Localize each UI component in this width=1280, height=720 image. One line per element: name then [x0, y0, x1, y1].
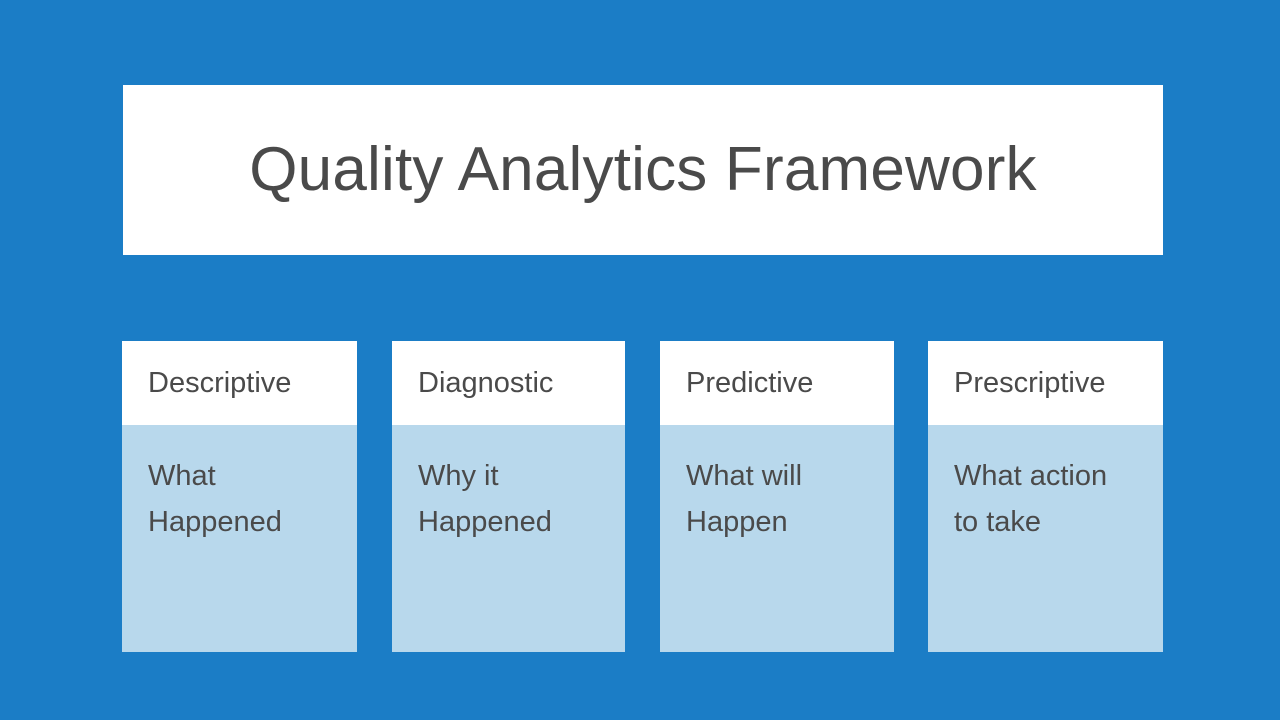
- card-body-label: What Happened: [148, 460, 282, 539]
- card-header-prescriptive: Prescriptive: [928, 341, 1163, 425]
- card-header-descriptive: Descriptive: [122, 341, 357, 425]
- card-header-label: Descriptive: [148, 366, 292, 399]
- analytics-card-descriptive[interactable]: Descriptive What Happened: [122, 341, 357, 652]
- analytics-card-prescriptive[interactable]: Prescriptive What action to take: [928, 341, 1163, 652]
- card-header-label: Diagnostic: [418, 366, 554, 399]
- card-header-label: Predictive: [686, 366, 814, 399]
- card-body-label: What action to take: [954, 460, 1108, 539]
- card-header-diagnostic: Diagnostic: [392, 341, 625, 425]
- card-header-label: Prescriptive: [954, 366, 1106, 399]
- title-banner: Quality Analytics Framework: [123, 85, 1163, 255]
- analytics-card-diagnostic[interactable]: Diagnostic Why it Happened: [392, 341, 625, 652]
- card-body-label: Why it Happened: [418, 460, 552, 539]
- card-body-prescriptive: What action to take: [928, 425, 1163, 652]
- card-body-label: What will Happen: [686, 460, 803, 539]
- card-body-diagnostic: Why it Happened: [392, 425, 625, 652]
- card-body-descriptive: What Happened: [122, 425, 357, 652]
- card-header-predictive: Predictive: [660, 341, 894, 425]
- analytics-card-predictive[interactable]: Predictive What will Happen: [660, 341, 894, 652]
- page-title: Quality Analytics Framework: [249, 134, 1037, 204]
- analytics-card-row: Descriptive What Happened Diagnostic Why…: [122, 341, 1163, 652]
- card-body-predictive: What will Happen: [660, 425, 894, 652]
